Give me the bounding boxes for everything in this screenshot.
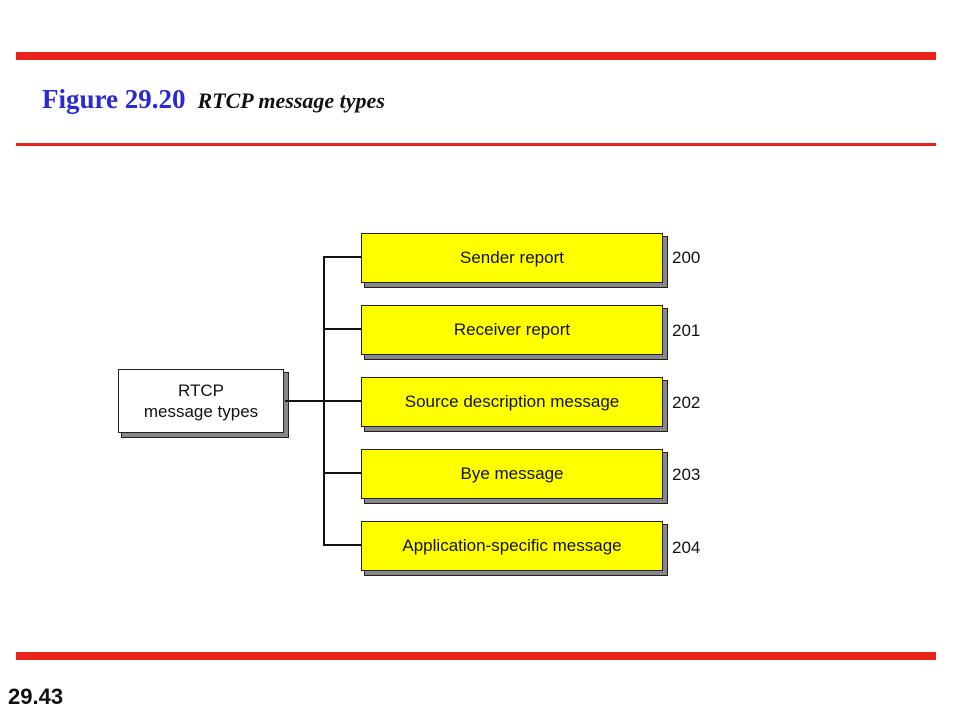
message-code: 200 (672, 248, 701, 267)
branch-connector (323, 472, 361, 474)
message-code: 204 (672, 538, 701, 557)
message-node-receiver-report: Receiver report (361, 305, 663, 355)
message-code: 203 (672, 465, 701, 484)
message-node-sender-report: Sender report (361, 233, 663, 283)
branch-connector (323, 544, 361, 546)
message-label: Application-specific message (402, 536, 622, 555)
figure-caption: RTCP message types (197, 88, 385, 113)
root-connector (285, 400, 325, 402)
message-node-bye: Bye message (361, 449, 663, 499)
title-underline-rule (16, 143, 936, 146)
message-code: 202 (672, 393, 701, 412)
message-label: Source description message (404, 392, 620, 411)
top-rule (16, 52, 936, 60)
message-label: Sender report (460, 248, 564, 267)
message-label: Bye message (460, 464, 564, 483)
message-label: Receiver report (453, 320, 571, 339)
branch-connector (323, 256, 361, 258)
message-code: 201 (672, 321, 701, 340)
root-label-line2: message types (143, 402, 259, 421)
message-node-source-description: Source description message (361, 377, 663, 427)
branch-connector (323, 400, 361, 402)
figure-number: Figure 29.20 (42, 84, 186, 114)
bottom-rule (16, 652, 936, 660)
message-node-application-specific: Application-specific message (361, 521, 663, 571)
root-node: RTCP message types (118, 369, 284, 433)
branch-connector (323, 328, 361, 330)
root-label-line1: RTCP (178, 381, 224, 400)
figure-title: Figure 29.20 RTCP message types (42, 84, 385, 115)
slide-number: 29.43 (8, 684, 64, 709)
